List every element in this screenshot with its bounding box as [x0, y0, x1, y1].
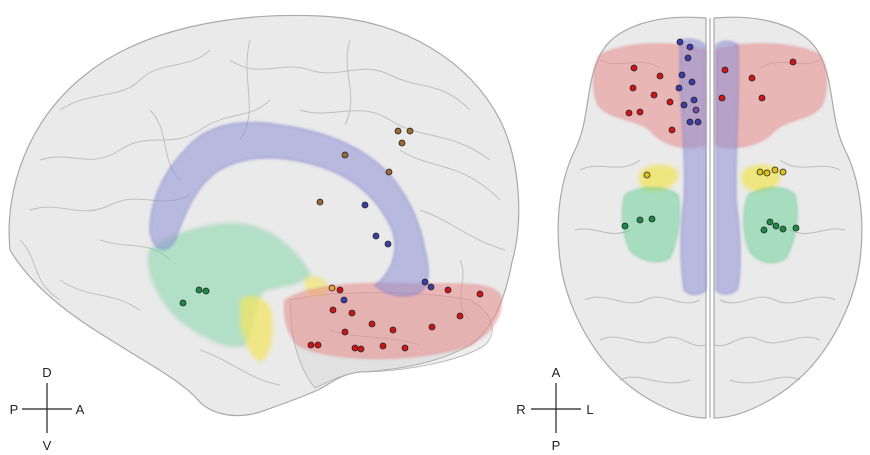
axial-blue-region-left: [715, 40, 741, 295]
axial-red-dot: [629, 84, 637, 92]
lateral-brown-dot: [398, 139, 406, 147]
axial-blue-dot: [680, 101, 688, 109]
axial-red-dot: [758, 94, 766, 102]
axial-red-dot: [625, 109, 633, 117]
lateral-red-dot: [357, 345, 365, 353]
axial-red-dot: [789, 58, 797, 66]
lateral-red-dot: [456, 312, 464, 320]
lateral-green-dot: [195, 286, 203, 294]
axial-red-dot: [668, 126, 676, 134]
axial-green-dot: [779, 225, 787, 233]
axial-red-dot: [630, 64, 638, 72]
lateral-red-dot: [428, 323, 436, 331]
axial-red-dot: [656, 72, 664, 80]
axial-blue-dot: [676, 38, 684, 46]
axial-brain-view: [557, 16, 863, 419]
axial-purple-dot: [692, 106, 700, 114]
axial-blue-dot: [684, 54, 692, 62]
lateral-orange-dot: [328, 284, 336, 292]
lateral-blue-dot: [421, 278, 429, 286]
label-anterior: A: [76, 402, 85, 417]
lateral-green-dot: [202, 287, 210, 295]
axial-yellow-dot: [779, 168, 787, 176]
axial-dots: [621, 38, 800, 234]
axial-green-region-right: [621, 187, 681, 263]
axial-yellow-region-left: [740, 164, 781, 192]
axial-blue-dot: [686, 43, 694, 51]
axial-blue-dot: [686, 118, 694, 126]
lateral-yellow-region: [240, 295, 273, 362]
axial-green-dot: [766, 218, 774, 226]
lateral-red-dot: [351, 344, 359, 352]
axial-orientation-cross: A P R L: [516, 365, 593, 453]
axial-blue-dot: [675, 84, 683, 92]
lateral-red-dot: [401, 344, 409, 352]
label-dorsal: D: [42, 365, 51, 380]
label-axial-posterior: P: [552, 438, 561, 453]
lateral-red-dot: [368, 320, 376, 328]
lateral-blue-dot: [427, 283, 435, 291]
lateral-brown-dot: [341, 151, 349, 159]
axial-blue-dot: [690, 96, 698, 104]
lateral-red-dot: [307, 341, 315, 349]
axial-yellow-dot: [771, 166, 779, 174]
lateral-dots: [179, 127, 484, 353]
lateral-brown-dot: [385, 168, 393, 176]
axial-yellow-dot: [643, 171, 651, 179]
lateral-red-dot: [379, 342, 387, 350]
lateral-green-dot: [179, 299, 187, 307]
axial-red-region-right: [593, 43, 706, 148]
lateral-red-dot: [336, 286, 344, 294]
lateral-red-dot: [444, 286, 452, 294]
lateral-brown-dot: [406, 127, 414, 135]
lateral-green-region: [148, 223, 311, 347]
axial-red-region-left: [715, 43, 827, 148]
lateral-red-dot: [329, 306, 337, 314]
lateral-brain-view: [8, 14, 520, 417]
lateral-red-dot: [341, 328, 349, 336]
label-axial-left: L: [586, 402, 593, 417]
axial-blue-dot: [678, 71, 686, 79]
axial-green-dot: [636, 216, 644, 224]
label-posterior: P: [10, 402, 19, 417]
axial-green-dot: [792, 224, 800, 232]
lateral-red-dot: [476, 290, 484, 298]
label-axial-right: R: [516, 402, 525, 417]
lateral-blue-dot: [384, 240, 392, 248]
lateral-red-dot: [389, 326, 397, 334]
lateral-red-dot: [314, 341, 322, 349]
axial-yellow-dot: [756, 168, 764, 176]
axial-green-dot: [772, 222, 780, 230]
axial-blue-dot: [688, 78, 696, 86]
axial-green-dot: [760, 226, 768, 234]
lateral-brown-dot: [316, 198, 324, 206]
axial-red-dot: [666, 98, 674, 106]
label-ventral: V: [43, 438, 52, 453]
axial-blue-dot: [694, 118, 702, 126]
lateral-blue-dot: [372, 232, 380, 240]
axial-red-dot: [636, 108, 644, 116]
axial-red-dot: [721, 66, 729, 74]
lateral-blue-dot: [340, 296, 348, 304]
axial-red-dot: [650, 91, 658, 99]
axial-yellow-region-right: [638, 164, 679, 192]
lateral-orientation-cross: D V P A: [10, 365, 85, 453]
lateral-red-dot: [348, 309, 356, 317]
lateral-blue-cingulate: [149, 121, 429, 297]
axial-green-dot: [648, 215, 656, 223]
axial-yellow-dot: [763, 169, 771, 177]
axial-red-dot: [748, 74, 756, 82]
axial-green-dot: [621, 222, 629, 230]
lateral-brown-dot: [394, 127, 402, 135]
axial-red-dot: [718, 94, 726, 102]
lateral-blue-dot: [361, 201, 369, 209]
label-axial-anterior: A: [552, 365, 561, 380]
